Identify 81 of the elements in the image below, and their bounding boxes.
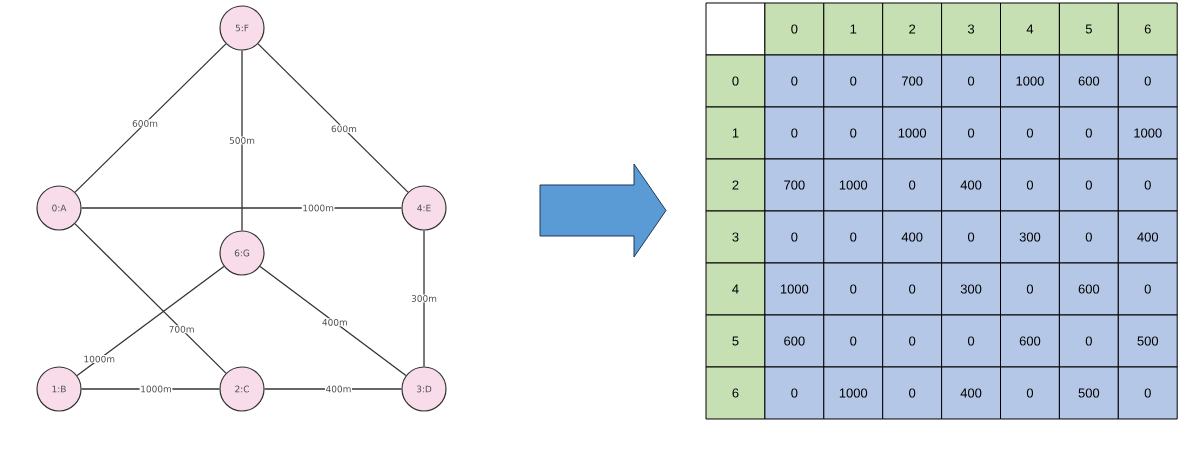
table-cell: 0 [1117,158,1178,212]
table-cell: 0 [764,54,825,108]
edge-label: 400m [321,318,349,327]
edge-label: 1000m [139,385,173,393]
table-cell: 1000 [882,106,943,160]
table-cell: 0 [1058,158,1119,212]
table-cell: 3 [941,2,1001,56]
table-cell: 400 [941,366,1001,420]
edge-label: 400m [324,385,352,393]
table-cell: 0 [764,2,825,56]
table-cell: 4 [1000,2,1060,56]
table-cell: 700 [882,54,943,108]
table-cell: 1000 [764,262,825,316]
table-cell: 1000 [823,366,884,420]
table-cell: 0 [1058,106,1119,160]
table-cell: 1 [705,106,766,160]
table-cell: 0 [941,210,1001,264]
table-cell: 0 [1117,262,1178,316]
table-cell: 0 [882,158,943,212]
table-cell: 4 [705,262,766,316]
edge-line [423,229,425,368]
table-cell: 0 [823,262,884,316]
table-cell: 1 [823,2,884,56]
table-cell: 0 [764,366,825,420]
table-cell: 300 [1000,210,1060,264]
table-cell: 0 [1000,262,1060,316]
table-cell: 1000 [823,158,884,212]
table-cell: 0 [823,210,884,264]
edge-line [257,43,409,193]
table-cell: 0 [882,314,943,368]
table-cell: 500 [1117,314,1178,368]
table-cell: 400 [1117,210,1178,264]
table-cell: 400 [882,210,943,264]
table-cell: 0 [1117,366,1178,420]
table-cell: 600 [1058,262,1119,316]
edge-label: 500m [228,136,256,145]
table-cell: 300 [941,262,1001,316]
table-cell: 0 [823,54,884,108]
edge-line [74,223,227,374]
edge-label: 300m [410,294,438,303]
table-cell: 1000 [1117,106,1178,160]
edge-label: 700m [168,325,196,334]
table-cell: 5 [1058,2,1119,56]
edge-line [241,49,243,232]
table-cell: 0 [882,262,943,316]
table-cell: 500 [1058,366,1119,420]
table-cell: 6 [1117,2,1178,56]
table-cell: 600 [1000,314,1060,368]
table-cell: 600 [764,314,825,368]
table-cell: 5 [705,314,766,368]
table-cell: 700 [764,158,825,212]
edge-label: 600m [330,124,358,133]
edge-line [76,265,225,377]
table-cell: 0 [1117,54,1178,108]
table-cell: 3 [705,210,766,264]
table-cell: 0 [1058,314,1119,368]
table-cell: 2 [705,158,766,212]
table-cell: 600 [1058,54,1119,108]
edge-label: 600m [131,119,159,128]
table-cell: 0 [1000,158,1060,212]
table-cell: 0 [823,314,884,368]
edge-line [259,265,407,377]
table-cell: 0 [941,106,1001,160]
table-cell: 1000 [1000,54,1060,108]
table-cell: 0 [764,210,825,264]
table-cell: 6 [705,366,766,420]
table-cell: 0 [823,106,884,160]
table-cell: 0 [1000,106,1060,160]
table-cell: 0 [705,54,766,108]
table-cell: 0 [941,54,1001,108]
table-cell: 0 [882,366,943,420]
table-cell: 2 [882,2,943,56]
edge-label: 1000m [82,355,116,364]
edge-label: 1000m [301,204,335,212]
table-cell: 0 [1058,210,1119,264]
edge-line [74,43,227,193]
table-cell: 400 [941,158,1001,212]
table-cell: 0 [764,106,825,160]
table-cell: 0 [941,314,1001,368]
edge-line [80,207,403,209]
table-cell: 0 [1000,366,1060,420]
